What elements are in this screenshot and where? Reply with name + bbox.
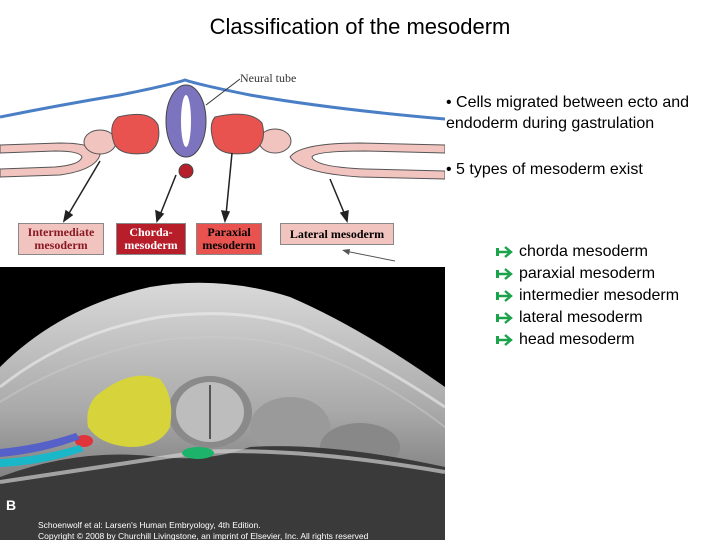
panel-letter: B [6,497,17,513]
bullet-list: • Cells migrated between ecto and endode… [446,92,716,180]
list-item: intermedier mesoderm [496,285,679,307]
left-paraxial [111,113,160,155]
list-item: paraxial mesoderm [496,263,679,285]
sem-chorda-green [182,447,214,459]
ectoderm-line [0,78,445,121]
sem-intermediate-red [75,435,93,447]
type-label: intermedier mesoderm [519,287,680,304]
label-chorda-mesoderm: Chorda- mesoderm [116,223,186,255]
arrow-right-icon [496,334,513,346]
label-intermediate-mesoderm: Intermediate mesoderm [18,223,104,255]
sem-lateral-blue [0,433,80,457]
notochord [178,163,194,179]
label-lateral-mesoderm: Lateral mesoderm [280,223,394,245]
sem-image [0,267,445,540]
sem-micrograph [0,267,445,540]
neural-tube-label: Neural tube [240,71,297,85]
sem-paraxial-yellow [87,375,172,447]
list-item: lateral mesoderm [496,307,679,329]
bullet-types: • 5 types of mesoderm exist [446,161,643,178]
mesoderm-figure: Neural tube Intermediate mesoderm Chorda… [0,65,445,541]
mesoderm-types-list: chorda mesoderm paraxial mesoderm interm… [496,241,679,351]
type-label: paraxial mesoderm [519,265,656,282]
arrow-right-icon [496,246,513,258]
credit-line-2: Copyright © 2008 by Churchill Livingston… [38,531,369,541]
right-lateral-band [289,142,445,180]
arrow-right-icon [496,312,513,324]
type-label: lateral mesoderm [519,309,643,326]
type-label: head mesoderm [519,331,635,348]
arrow-right-icon [496,268,513,280]
label-paraxial-mesoderm: Paraxial mesoderm [196,223,262,255]
type-label: chorda mesoderm [519,243,648,260]
right-paraxial [210,113,264,155]
left-intermediate [83,129,117,155]
list-item: chorda mesoderm [496,241,679,263]
credit-line-1: Schoenwolf et al: Larsen's Human Embryol… [38,520,261,530]
sem-lateral-cyan [0,445,84,467]
list-item: head mesoderm [496,329,679,351]
arrow-right-icon [496,290,513,302]
slide-title: Classification of the mesoderm [209,14,511,39]
bullet-migration: • Cells migrated between ecto and endode… [446,94,690,132]
